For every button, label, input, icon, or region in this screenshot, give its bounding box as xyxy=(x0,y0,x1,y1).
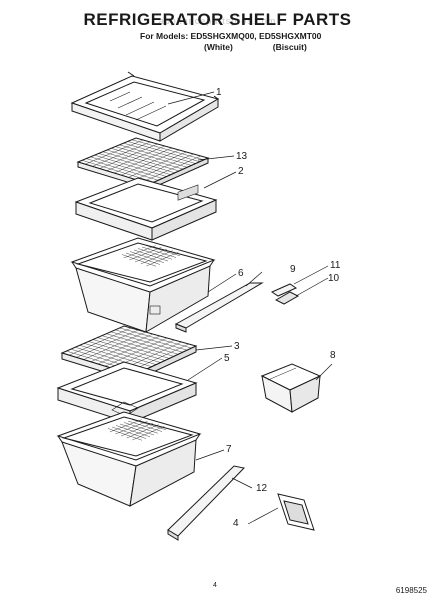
variant-biscuit: (Biscuit) xyxy=(272,42,307,52)
callout-1: 1 xyxy=(216,87,222,98)
leader-lines xyxy=(167,91,333,525)
callout-5: 5 xyxy=(224,353,230,364)
callout-9: 9 xyxy=(290,264,296,275)
part-1-glass-shelf xyxy=(70,71,220,142)
part-8-door-bin xyxy=(260,363,322,413)
part-10-slide-clip xyxy=(274,291,300,305)
callout-13: 13 xyxy=(236,151,248,162)
part-2-shelf-frame xyxy=(74,177,218,241)
page-title: REFRIGERATOR SHELF PARTS xyxy=(83,10,352,29)
models-subtitle: For Models: ED5SHGXMQ00, ED5SHGXMT00 (Wh… xyxy=(140,31,321,53)
callout-4: 4 xyxy=(233,518,239,529)
models-line: For Models: ED5SHGXMQ00, ED5SHGXMT00 xyxy=(140,31,322,41)
callout-10: 10 xyxy=(328,273,340,284)
part-12-drawer-trim xyxy=(167,465,245,541)
callout-6: 6 xyxy=(238,268,244,279)
callout-8: 8 xyxy=(330,350,336,361)
watermark-text: appliancepartspros.com xyxy=(158,16,277,26)
part-11-slide-guide xyxy=(270,283,298,297)
callout-2: 2 xyxy=(238,166,244,177)
callout-labels: 1 13 2 6 9 11 10 3 5 8 7 12 4 xyxy=(216,87,341,529)
page-number: 4 xyxy=(213,582,217,589)
part-6-upper-drawer xyxy=(70,237,216,333)
part-13-glass-insert xyxy=(76,137,210,190)
part-5-shelf-frame xyxy=(56,361,198,424)
variant-white: (White) xyxy=(204,42,233,52)
callout-12: 12 xyxy=(256,483,268,494)
variant-row: (White) (Biscuit) xyxy=(140,42,321,53)
document-number: 6198525 xyxy=(395,586,427,595)
part-4-cover-plate xyxy=(277,493,315,531)
callout-3: 3 xyxy=(234,341,240,352)
callout-7: 7 xyxy=(226,444,232,455)
callout-11: 11 xyxy=(330,260,341,271)
part-7-lower-drawer xyxy=(56,411,202,507)
part-9-drawer-trim xyxy=(174,282,264,333)
